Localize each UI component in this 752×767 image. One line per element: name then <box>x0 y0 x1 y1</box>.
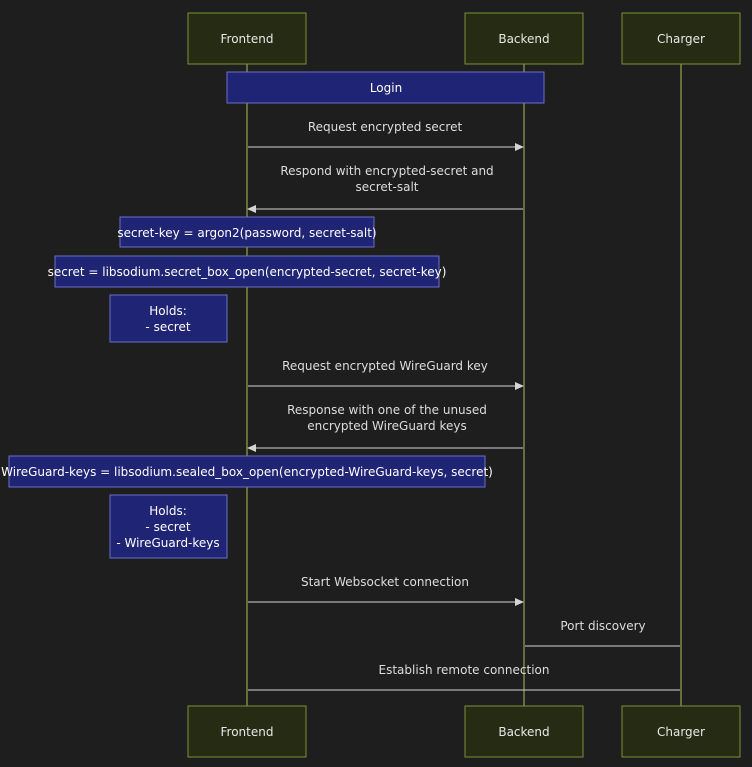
frontend-actor-bottom: Frontend <box>187 705 307 758</box>
holds-note-2: Holds: - secret - WireGuard-keys <box>109 494 228 559</box>
msg-websocket-label: Start Websocket connection <box>301 575 469 589</box>
secret-key-note: secret-key = argon2(password, secret-sal… <box>117 216 377 248</box>
secret-open-note: secret = libsodium.secret_box_open(encry… <box>48 255 447 288</box>
wireguard-open-note-text: WireGuard-keys = libsodium.sealed_box_op… <box>1 465 493 479</box>
holds-note-2-line-1: Holds: <box>149 504 187 518</box>
backend-actor-top: Backend <box>464 12 584 65</box>
charger-actor-label: Charger <box>657 32 705 46</box>
holds-note-2-line-3: - WireGuard-keys <box>116 536 219 550</box>
msg-respond-secret-label-2: secret-salt <box>356 180 419 194</box>
holds-note-1-line-2: - secret <box>145 320 190 334</box>
holds-note-1: Holds: - secret <box>109 294 228 343</box>
charger-actor-bottom-label: Charger <box>657 725 705 739</box>
msg-respond-secret-label-1: Respond with encrypted-secret and <box>280 164 493 178</box>
msg-port-discovery-label: Port discovery <box>560 619 645 633</box>
secret-key-note-text: secret-key = argon2(password, secret-sal… <box>117 226 376 240</box>
backend-actor-label: Backend <box>498 32 549 46</box>
msg-request-wg-label: Request encrypted WireGuard key <box>282 359 488 373</box>
login-note-text: Login <box>370 81 402 95</box>
backend-actor-bottom: Backend <box>464 705 584 758</box>
frontend-actor-bottom-label: Frontend <box>221 725 274 739</box>
holds-note-1-line-1: Holds: <box>149 304 187 318</box>
msg-remote-connection-label: Establish remote connection <box>379 663 550 677</box>
charger-actor-top: Charger <box>621 12 741 65</box>
secret-open-note-text: secret = libsodium.secret_box_open(encry… <box>48 265 447 279</box>
holds-note-2-line-2: - secret <box>145 520 190 534</box>
msg-response-wg-label-1: Response with one of the unused <box>287 403 487 417</box>
msg-request-secret-label: Request encrypted secret <box>308 120 463 134</box>
backend-actor-bottom-label: Backend <box>498 725 549 739</box>
wireguard-open-note: WireGuard-keys = libsodium.sealed_box_op… <box>1 455 493 488</box>
frontend-actor-top: Frontend <box>187 12 307 65</box>
login-note: Login <box>226 71 545 104</box>
msg-response-wg-label-2: encrypted WireGuard keys <box>307 419 466 433</box>
charger-actor-bottom: Charger <box>621 705 741 758</box>
frontend-actor-label: Frontend <box>221 32 274 46</box>
